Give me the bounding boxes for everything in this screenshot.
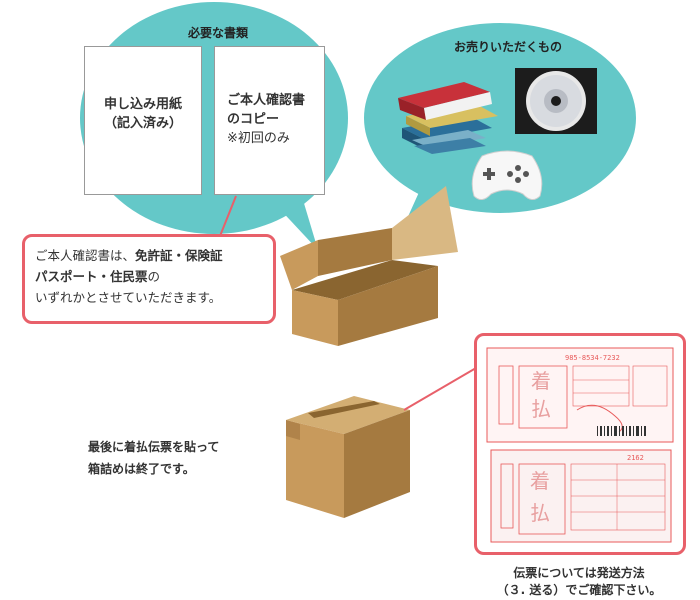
books-icon	[398, 82, 498, 154]
slip-note-line2: （３. 送る）でご確認下さい。	[496, 583, 662, 597]
open-box	[280, 186, 458, 346]
id-copy-doc: ご本人確認書 のコピー ※初回のみ	[214, 46, 325, 195]
application-form-sub: （記入済み）	[103, 116, 182, 131]
slip-note-line1: 伝票については発送方法	[513, 566, 645, 580]
final-step-text: 最後に着払伝票を貼って 箱詰めは終了です。	[88, 436, 219, 480]
slip-kanji-chaku-2: 着	[530, 469, 550, 493]
shipping-slip-image: 985-8534-7232 着 払 2162 着 払	[486, 347, 674, 543]
slip-kanji-harai: 払	[531, 397, 551, 421]
id-copy-note: ※初回のみ	[227, 131, 290, 146]
id-copy-label-2: のコピー	[227, 112, 280, 127]
callout-docs-b: パスポート・住民票	[35, 269, 148, 284]
callout-connector-line	[219, 195, 237, 237]
slip-bottom-number: 2162	[627, 454, 644, 462]
application-form-label: 申し込み用紙	[103, 97, 182, 112]
final-step-line1: 最後に着払伝票を貼って	[88, 440, 220, 454]
id-copy-label: ご本人確認書	[227, 93, 306, 108]
closed-box	[286, 396, 410, 518]
required-docs-title: 必要な書類	[187, 26, 248, 40]
slip-barcode	[597, 426, 646, 436]
id-documents-callout: ご本人確認書は、免許証・保険証 パスポート・住民票の いずれかとさせていただきま…	[22, 234, 276, 324]
slip-top-number: 985-8534-7232	[565, 354, 620, 362]
callout-line3: いずれかとさせていただきます。	[35, 290, 222, 305]
final-step-line2: 箱詰めは終了です。	[88, 462, 195, 476]
callout-suffix: の	[147, 269, 161, 284]
slip-kanji-harai-2: 払	[530, 501, 550, 525]
application-form-doc: 申し込み用紙 （記入済み）	[84, 46, 202, 195]
slip-kanji-chaku: 着	[531, 369, 551, 393]
shipping-slip-frame: 985-8534-7232 着 払 2162 着 払	[474, 333, 686, 555]
game-controller-icon	[471, 150, 543, 200]
slip-connector-line	[403, 367, 477, 411]
callout-docs-a: 免許証・保険証	[135, 248, 223, 263]
items-title: お売りいただくもの	[453, 40, 562, 54]
callout-prefix: ご本人確認書は、	[35, 248, 136, 263]
slip-note-text: 伝票については発送方法 （３. 送る）でご確認下さい。	[474, 565, 684, 599]
disc-icon	[515, 68, 597, 134]
